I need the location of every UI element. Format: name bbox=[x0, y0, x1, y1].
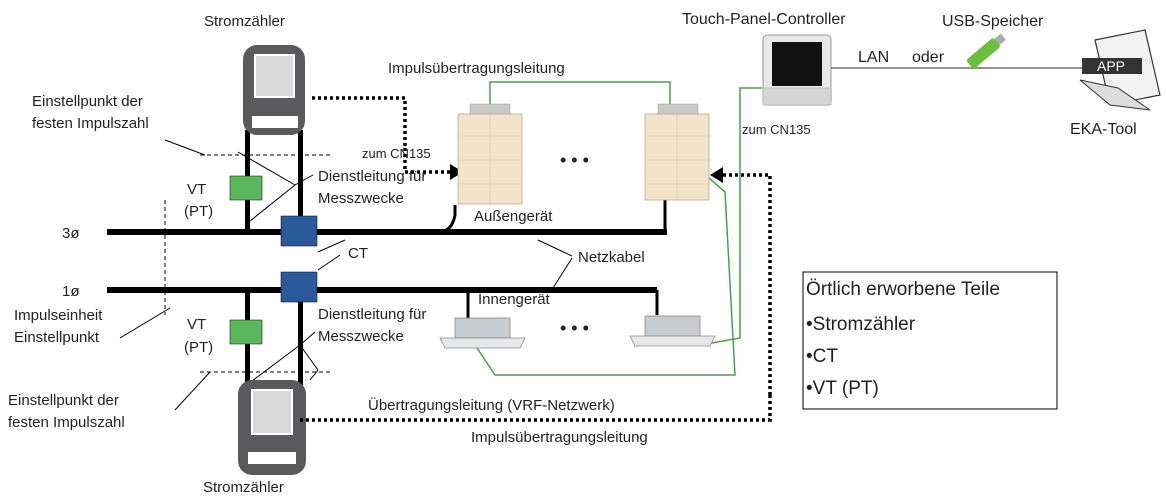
usb-label: USB-Speicher bbox=[942, 13, 1044, 30]
outdoor-unit-right bbox=[644, 103, 710, 201]
service-top-line1: Dienstleitung für bbox=[318, 168, 426, 185]
parts-box bbox=[802, 271, 1058, 410]
vt-top-line1: VT bbox=[187, 181, 206, 198]
arrowhead-left bbox=[450, 164, 463, 180]
pulse-lines bbox=[300, 96, 772, 422]
meter-wires bbox=[245, 130, 303, 390]
app-label: APP bbox=[1097, 58, 1125, 74]
meter-top-label: Stromzähler bbox=[204, 13, 285, 30]
ct-top bbox=[280, 215, 318, 247]
usb-stick-icon bbox=[967, 33, 1006, 69]
vt-top-line2: (PT) bbox=[184, 203, 213, 220]
cn135-left-label: zum CN135 bbox=[362, 146, 431, 161]
service-bottom-line2: Messzwecke bbox=[318, 328, 404, 345]
ct-label: CT bbox=[348, 245, 368, 262]
indoor-unit-right bbox=[629, 315, 716, 347]
phase3-label: 3ø bbox=[62, 225, 80, 242]
ellipsis-bottom: • • • bbox=[560, 318, 589, 338]
single-phase-bus bbox=[107, 287, 657, 293]
touch-panel-label: Touch-Panel-Controller bbox=[682, 11, 846, 28]
meter-top bbox=[243, 45, 305, 135]
laptop-icon bbox=[1079, 29, 1161, 111]
vt-bottom-line2: (PT) bbox=[184, 339, 213, 356]
transmission-lines bbox=[474, 81, 762, 376]
arrowhead-right bbox=[710, 167, 723, 183]
cn135-right-label: zum CN135 bbox=[742, 122, 811, 137]
setpoint-bottom-line2: festen Impulszahl bbox=[8, 414, 125, 431]
pulse-unit-line2: Einstellpunkt bbox=[14, 329, 100, 346]
oder-label: oder bbox=[912, 49, 945, 66]
setpoint-dashed-lines bbox=[164, 154, 330, 373]
pulse-line-top-label: Impulsübertragungsleitung bbox=[388, 60, 565, 77]
service-top-line2: Messzwecke bbox=[318, 190, 404, 207]
ellipsis-top: • • • bbox=[560, 150, 589, 170]
parts-item-stromzaehler: •Stromzähler bbox=[806, 314, 916, 335]
power-cable-label: Netzkabel bbox=[578, 249, 645, 266]
phase1-label: 1ø bbox=[62, 283, 80, 300]
setpoint-top-line2: festen Impulszahl bbox=[32, 115, 149, 132]
vt-bottom-line1: VT bbox=[187, 316, 206, 333]
meter-bottom-label: Stromzähler bbox=[203, 479, 284, 496]
pulse-line-bottom-label: Impulsübertragungsleitung bbox=[471, 429, 648, 446]
meter-bottom bbox=[238, 380, 306, 475]
outdoor-unit-label: Außengerät bbox=[474, 208, 553, 225]
unit-drop-wires bbox=[437, 200, 667, 320]
lan-label: LAN bbox=[858, 49, 889, 66]
outdoor-unit-left bbox=[457, 103, 523, 205]
parts-item-vt: •VT (PT) bbox=[806, 378, 879, 399]
service-bottom-line1: Dienstleitung für bbox=[318, 306, 426, 323]
transmission-line-label: Übertragungsleitung (VRF-Netzwerk) bbox=[368, 396, 615, 414]
vt-top bbox=[229, 175, 263, 201]
parts-box-title: Örtlich erworbene Teile bbox=[806, 279, 1000, 300]
three-phase-bus bbox=[107, 229, 667, 235]
indoor-unit-label: Innengerät bbox=[478, 291, 551, 308]
ct-bottom bbox=[280, 271, 318, 303]
vt-bottom bbox=[229, 319, 263, 345]
setpoint-bottom-line1: Einstellpunkt der bbox=[8, 392, 119, 409]
eka-tool-label: EKA-Tool bbox=[1070, 121, 1137, 138]
indoor-unit-left bbox=[439, 317, 526, 349]
touch-panel-controller bbox=[762, 34, 832, 106]
pulse-unit-line1: Impulseinheit bbox=[14, 307, 103, 324]
parts-item-ct: •CT bbox=[806, 346, 838, 367]
setpoint-top-line1: Einstellpunkt der bbox=[32, 93, 143, 110]
